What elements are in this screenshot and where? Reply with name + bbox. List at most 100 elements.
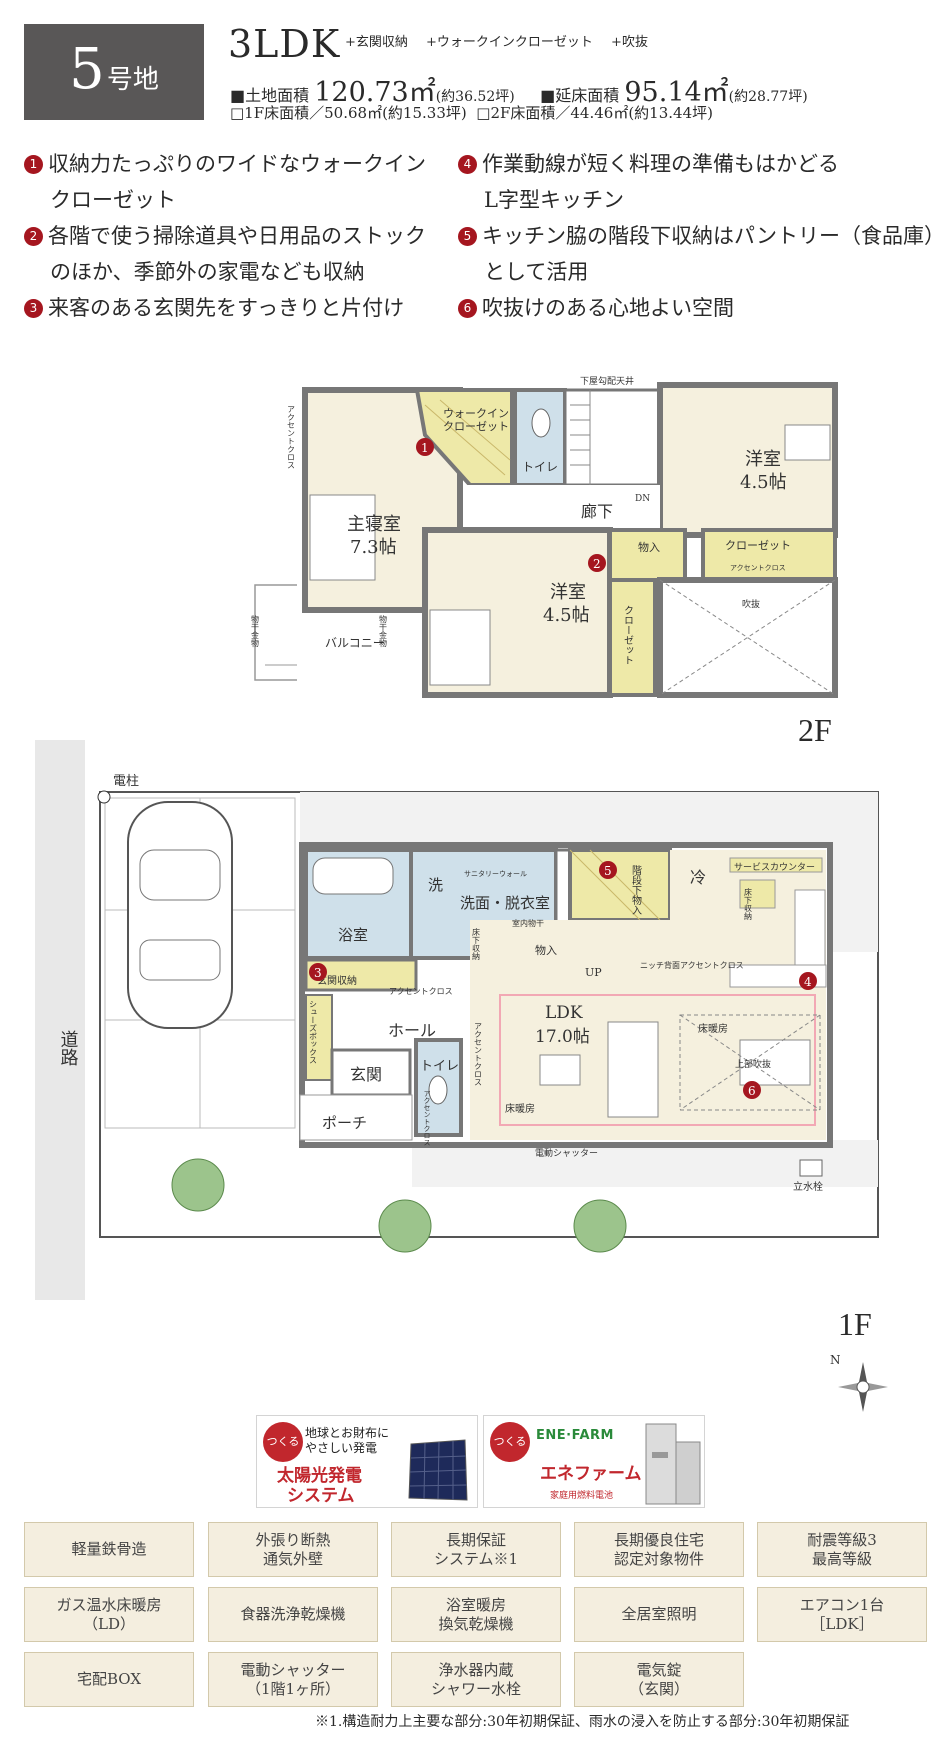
feature-text-continued: L字型キッチン	[484, 188, 624, 212]
hall-label: ホール	[388, 1021, 436, 1040]
balcony-label: バルコニー	[325, 636, 385, 650]
feature-item: 3 来客のある玄関先をすっきりと片付け	[24, 290, 404, 326]
service-counter-label: サービスカウンター	[734, 862, 815, 873]
feature-text: 来客のある玄関先をすっきりと片付け	[48, 296, 405, 320]
ldk-label: LDK	[545, 1003, 583, 1023]
master-size: 7.3帖	[350, 537, 397, 558]
marker-3	[309, 963, 327, 981]
closet-2f	[701, 528, 837, 582]
feature-text: 作業動線が短く料理の準備もはかどる	[482, 152, 839, 176]
feature-text-continued: クローゼット	[50, 188, 176, 212]
hallway-label: 廊下	[581, 502, 613, 521]
marker-5	[599, 861, 617, 879]
feature-number-badge: 2	[24, 227, 43, 246]
floor-heating-zone	[499, 994, 816, 1126]
toilet-label: トイレ	[420, 1059, 459, 1074]
master-label: 主寝室	[347, 514, 401, 535]
sanitary-label: サニタリーウォール	[464, 869, 527, 878]
accent-label-ldk: アクセントクロス	[474, 1022, 483, 1086]
west-room-size: 4.5帖	[543, 605, 590, 626]
sofa	[607, 1021, 659, 1118]
floorplan-2f: 主寝室 7.3帖 洋室 4.5帖 洋室 4.5帖 廊下 ウォークイン クローゼッ…	[251, 370, 838, 700]
utility-pole	[97, 790, 111, 804]
void-2f	[657, 577, 838, 698]
fuel-cell-unit-icon	[645, 1423, 701, 1505]
feature-text-continued: として活用	[484, 260, 589, 284]
spec-item: 外張り断熱 通気外壁	[208, 1522, 378, 1577]
shoebox-label: シューズボックス	[309, 1000, 318, 1064]
marker-1	[416, 438, 434, 456]
feature-text: 吹抜けのある心地よい空間	[482, 296, 734, 320]
staircase-2f	[563, 388, 662, 487]
dn-label: DN	[635, 494, 650, 504]
wash-label: 洗面・脱衣室	[460, 894, 550, 912]
wic-label-1: ウォークイン	[443, 407, 509, 420]
tsukuru-badge: つくる	[263, 1422, 303, 1462]
east-room-label: 洋室	[745, 449, 781, 470]
floor-label-2f: 2F	[798, 712, 832, 748]
lot-suffix: 号地	[106, 65, 159, 95]
land-area-value: 120.73㎡	[314, 77, 436, 108]
garden-trees	[171, 1158, 627, 1253]
marker-1-label: 1	[421, 441, 429, 455]
marker-2	[588, 554, 606, 572]
void-label: 吹抜	[742, 598, 760, 610]
total-areas: ■土地面積 120.73㎡(約36.52坪) ■延床面積 95.14㎡(約28.…	[230, 70, 808, 109]
storage-2f	[608, 528, 687, 582]
bath-label: 浴室	[338, 926, 368, 944]
spec-item: 浄水器内蔵 シャワー水栓	[391, 1652, 561, 1707]
toilet-label: トイレ	[522, 460, 558, 474]
wash-short-label: 洗	[428, 876, 443, 894]
feature-number-badge: 3	[24, 299, 43, 318]
shutter-label: 電動シャッター	[535, 1148, 598, 1159]
faucet	[799, 1159, 823, 1177]
porch-label: ポーチ	[322, 1114, 367, 1132]
slope-ceiling-label: 下屋勾配天井	[580, 375, 634, 387]
spec-item: ガス温水床暖房 （LD）	[24, 1587, 194, 1642]
lot-number-badge: 5 号地	[24, 24, 204, 120]
spec-item: 食器洗浄乾燥機	[208, 1587, 378, 1642]
accent-label-master: アクセントクロス	[287, 405, 296, 469]
floor-areas: □1F床面積／50.68㎡(約15.33坪) □2F床面積／44.46㎡(約13…	[230, 102, 713, 123]
niche-label: ニッチ背面アクセントクロス	[640, 960, 744, 970]
enefarm-logo: ENE·FARM	[536, 1428, 614, 1443]
wic-label-2: クローゼット	[443, 420, 509, 433]
plan-type: 3LDK	[228, 22, 341, 66]
marker-6	[743, 1081, 761, 1099]
enefarm-card: つくる ENE·FARM エネファーム 家庭用燃料電池	[483, 1415, 705, 1508]
closet-vertical-label: クローゼット	[622, 605, 634, 665]
marker-3-label: 3	[314, 966, 322, 980]
spec-item: 長期優良住宅 認定対象物件	[574, 1522, 744, 1577]
faucet-label: 立水栓	[793, 1180, 823, 1193]
hallway-2f	[465, 485, 660, 530]
marker-6-label: 6	[748, 1084, 756, 1098]
solar-panel-icon	[408, 1439, 468, 1501]
marker-4-label: 4	[804, 975, 812, 989]
bed	[309, 494, 376, 581]
underfloor-label-wash: 床下収納	[472, 927, 481, 961]
up-label: UP	[585, 966, 602, 979]
spec-item: 軽量鉄骨造	[24, 1522, 194, 1577]
floor-area-tsubo: (約28.77坪)	[728, 89, 808, 105]
west-room-label: 洋室	[550, 582, 586, 603]
marker-4	[799, 972, 817, 990]
feature-number-badge: 6	[458, 299, 477, 318]
land-area-label: ■土地面積	[230, 86, 310, 105]
feature-text: キッチン脇の階段下収納はパントリー（食品庫）	[482, 224, 946, 248]
underfloor-label-kitchen: 床下収納	[744, 887, 753, 921]
spec-item: 電動シャッター （1階1ヶ所）	[208, 1652, 378, 1707]
spec-item: 浴室暖房 換気乾燥機	[391, 1587, 561, 1642]
feature-text-continued: のほか、季節外の家電なども収納	[50, 260, 365, 284]
spec-item: 長期保証 システム※1	[391, 1522, 561, 1577]
plan-options: +玄関収納 +ウォークインクローゼット +吹抜	[345, 35, 648, 50]
entrance	[330, 1048, 412, 1097]
floor-label-1f: 1F	[838, 1306, 872, 1342]
spec-item: 宅配BOX	[24, 1652, 194, 1707]
floor2-area: □2F床面積／44.46㎡(約13.44坪)	[476, 104, 713, 122]
feature-number-badge: 1	[24, 155, 43, 174]
stair-storage	[568, 848, 672, 922]
road	[35, 740, 85, 1300]
toilet-2f	[513, 388, 567, 487]
